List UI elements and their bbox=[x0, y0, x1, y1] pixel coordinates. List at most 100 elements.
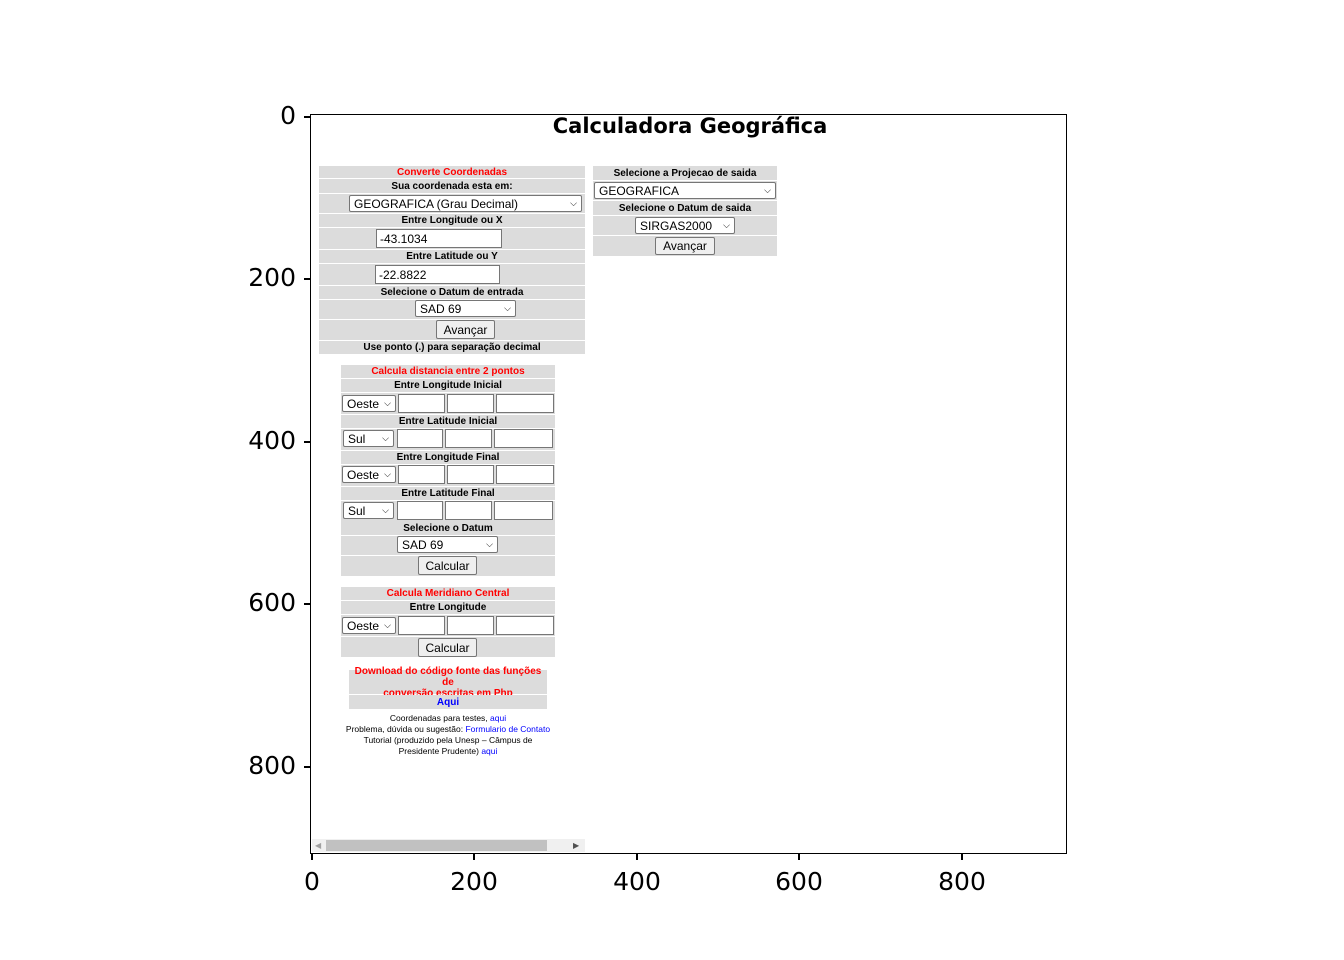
download-header: Download do código fonte das funções de … bbox=[349, 666, 547, 699]
x-tick bbox=[473, 854, 475, 860]
lat-end-degrees-input[interactable] bbox=[397, 501, 443, 520]
lon-start-degrees-input[interactable] bbox=[398, 394, 445, 413]
footer-line-2: Problema, dúvida ou sugestão: Formulario… bbox=[320, 724, 576, 734]
meridian-calculate-button[interactable]: Calcular bbox=[418, 638, 477, 657]
projection-select-value: GEOGRAFICA bbox=[599, 183, 680, 198]
lon-start-label: Entre Longitude Inicial bbox=[341, 379, 555, 392]
chevron-down-icon: ⌵ bbox=[486, 539, 493, 549]
lat-start-direction-value: Sul bbox=[348, 431, 366, 446]
datum-out-select[interactable]: SIRGAS2000 ⌵ bbox=[635, 217, 735, 234]
lon-end-seconds-input[interactable] bbox=[496, 465, 554, 484]
lat-end-seconds-input[interactable] bbox=[494, 501, 553, 520]
meridian-direction-value: Oeste bbox=[347, 618, 380, 633]
meridian-lon-label: Entre Longitude bbox=[341, 601, 555, 614]
download-link[interactable]: Aqui bbox=[349, 695, 547, 709]
datum-in-select[interactable]: SAD 69 ⌵ bbox=[415, 300, 516, 317]
distance-header: Calcula distancia entre 2 pontos bbox=[341, 365, 555, 378]
x-tick bbox=[636, 854, 638, 860]
lon-end-minutes-input[interactable] bbox=[447, 465, 494, 484]
chevron-down-icon: ⌵ bbox=[723, 220, 730, 230]
lat-end-direction-value: Sul bbox=[348, 503, 366, 518]
lon-start-direction-value: Oeste bbox=[347, 396, 380, 411]
lon-label: Entre Longitude ou X bbox=[319, 214, 585, 227]
tutorial-text: Presidente Prudente) bbox=[398, 746, 479, 756]
page-title: Calculadora Geográfica bbox=[552, 114, 828, 138]
contact-text: Problema, dúvida ou sugestão: bbox=[345, 724, 464, 734]
chevron-down-icon: ⌵ bbox=[504, 303, 511, 313]
decimal-note: Use ponto (.) para separação decimal bbox=[319, 341, 585, 354]
lat-label: Entre Latitude ou Y bbox=[319, 250, 585, 263]
plot-frame bbox=[310, 114, 1067, 854]
chevron-down-icon: ⌵ bbox=[384, 398, 391, 408]
distance-datum-select[interactable]: SAD 69 ⌵ bbox=[397, 536, 498, 553]
y-tick bbox=[304, 603, 310, 605]
contact-form-link[interactable]: Formulario de Contato bbox=[465, 724, 551, 734]
datum-in-label: Selecione o Datum de entrada bbox=[319, 286, 585, 299]
lat-end-minutes-input[interactable] bbox=[445, 501, 492, 520]
datum-out-label: Selecione o Datum de saida bbox=[593, 201, 777, 215]
x-tick bbox=[798, 854, 800, 860]
converter-submit-button[interactable]: Avançar bbox=[436, 320, 495, 339]
lon-end-label: Entre Longitude Final bbox=[341, 451, 555, 464]
source-select[interactable]: GEOGRAFICA (Grau Decimal) ⌵ bbox=[349, 195, 582, 212]
lon-start-seconds-input[interactable] bbox=[496, 394, 554, 413]
chevron-down-icon: ⌵ bbox=[570, 198, 577, 208]
y-tick-label: 600 bbox=[248, 588, 296, 617]
y-tick-label: 800 bbox=[248, 751, 296, 780]
projection-label: Selecione a Projecao de saida bbox=[593, 166, 777, 180]
lon-end-direction-value: Oeste bbox=[347, 467, 380, 482]
lat-end-direction-select[interactable]: Sul ⌵ bbox=[343, 502, 394, 519]
horizontal-scrollbar[interactable]: ◀ ▶ bbox=[312, 839, 585, 852]
lon-end-degrees-input[interactable] bbox=[398, 465, 445, 484]
lat-start-degrees-input[interactable] bbox=[397, 429, 443, 448]
converter-header: Converte Coordenadas bbox=[319, 166, 585, 178]
x-tick-label: 800 bbox=[938, 867, 986, 896]
source-select-value: GEOGRAFICA (Grau Decimal) bbox=[354, 196, 519, 211]
download-header-line2: conversão escritas em Php bbox=[383, 687, 513, 699]
chevron-down-icon: ⌵ bbox=[382, 433, 389, 443]
scroll-right-arrow-icon[interactable]: ▶ bbox=[573, 841, 580, 850]
y-tick-label: 200 bbox=[248, 263, 296, 292]
y-tick bbox=[304, 278, 310, 280]
x-tick bbox=[961, 854, 963, 860]
meridian-seconds-input[interactable] bbox=[496, 616, 554, 635]
meridian-direction-select[interactable]: Oeste ⌵ bbox=[342, 617, 396, 634]
y-tick bbox=[304, 116, 310, 118]
footer-line-4: Presidente Prudente) aqui bbox=[320, 746, 576, 756]
projection-select[interactable]: GEOGRAFICA ⌵ bbox=[594, 182, 776, 199]
tutorial-link[interactable]: aqui bbox=[481, 746, 498, 756]
x-tick-label: 400 bbox=[613, 867, 661, 896]
x-tick-label: 200 bbox=[450, 867, 498, 896]
lon-start-minutes-input[interactable] bbox=[447, 394, 494, 413]
chevron-down-icon: ⌵ bbox=[384, 620, 391, 630]
footer-line-1: Coordenadas para testes, aqui bbox=[320, 713, 576, 723]
x-tick-label: 600 bbox=[775, 867, 823, 896]
chevron-down-icon: ⌵ bbox=[764, 185, 771, 195]
y-tick bbox=[304, 441, 310, 443]
test-coordinates-text: Coordenadas para testes, bbox=[389, 713, 488, 723]
y-tick bbox=[304, 766, 310, 768]
lat-start-minutes-input[interactable] bbox=[445, 429, 492, 448]
x-tick bbox=[311, 854, 313, 860]
y-tick-label: 400 bbox=[248, 426, 296, 455]
output-submit-button[interactable]: Avançar bbox=[655, 237, 715, 255]
lat-start-seconds-input[interactable] bbox=[494, 429, 553, 448]
test-coordinates-link[interactable]: aqui bbox=[490, 713, 507, 723]
distance-calculate-button[interactable]: Calcular bbox=[418, 556, 477, 575]
distance-datum-value: SAD 69 bbox=[402, 537, 444, 552]
lat-end-label: Entre Latitude Final bbox=[341, 487, 555, 500]
lon-end-direction-select[interactable]: Oeste ⌵ bbox=[342, 466, 396, 483]
meridian-degrees-input[interactable] bbox=[398, 616, 445, 635]
lat-start-label: Entre Latitude Inicial bbox=[341, 415, 555, 428]
latitude-input[interactable]: -22.8822 bbox=[375, 265, 500, 284]
footer-line-3: Tutorial (produzido pela Unesp – Câmpus … bbox=[363, 735, 533, 745]
chevron-down-icon: ⌵ bbox=[382, 505, 389, 515]
lat-start-direction-select[interactable]: Sul ⌵ bbox=[343, 430, 394, 447]
scroll-left-arrow-icon[interactable]: ◀ bbox=[315, 841, 322, 850]
scrollbar-thumb[interactable] bbox=[326, 840, 547, 851]
lon-start-direction-select[interactable]: Oeste ⌵ bbox=[342, 395, 396, 412]
datum-in-select-value: SAD 69 bbox=[420, 301, 462, 316]
longitude-input[interactable]: -43.1034 bbox=[376, 229, 502, 248]
meridian-minutes-input[interactable] bbox=[447, 616, 494, 635]
x-tick-label: 0 bbox=[304, 867, 320, 896]
